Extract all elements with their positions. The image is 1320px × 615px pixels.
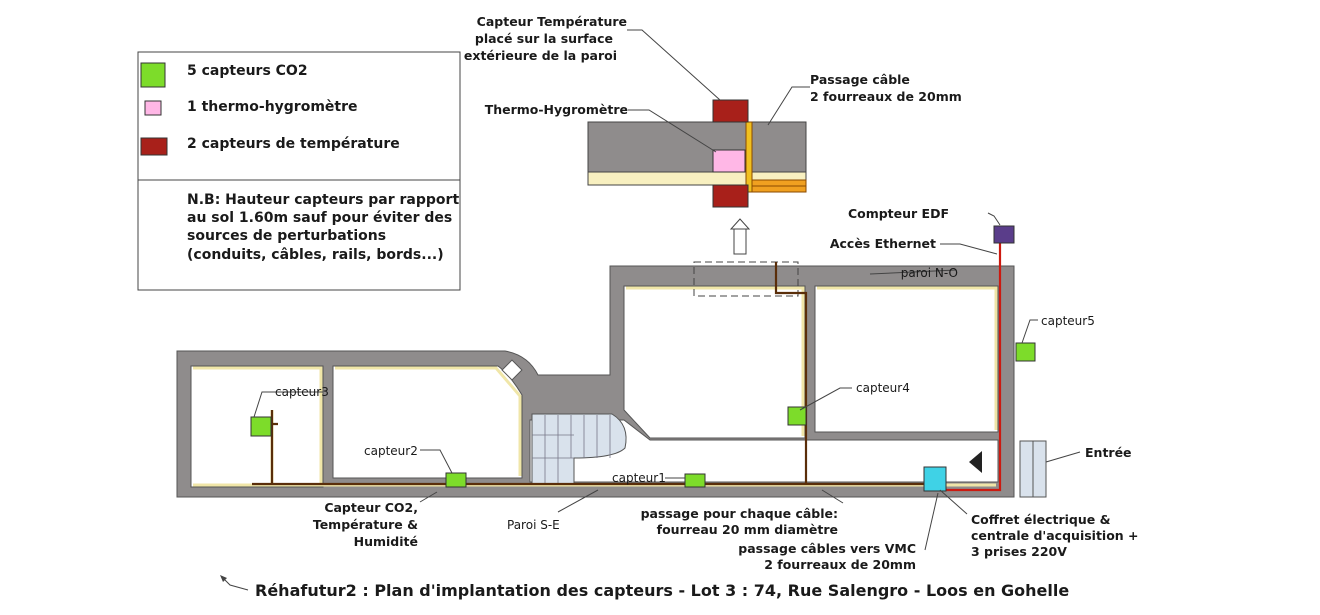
capteur1-label: capteur1 bbox=[612, 471, 666, 485]
passage-cable-label: fourreau 20 mm diamètre bbox=[657, 522, 838, 537]
detail-callout-box bbox=[693, 261, 799, 297]
capteur1-sensor bbox=[684, 473, 706, 488]
paroi-no-label: paroi N-O bbox=[901, 266, 958, 280]
co2-temp-label: Température & bbox=[313, 517, 418, 532]
detail-wall bbox=[587, 121, 807, 173]
legend-temp-swatch bbox=[140, 137, 168, 156]
detail-temp-label: placé sur la surface bbox=[475, 31, 613, 46]
detail-cable-passage bbox=[745, 121, 753, 193]
plan-title: Réhafutur2 : Plan d'implantation des cap… bbox=[255, 581, 1069, 600]
capteur4-sensor bbox=[787, 406, 807, 426]
capteur5-label: capteur5 bbox=[1041, 314, 1095, 328]
legend-label-thermo: 1 thermo-hygromètre bbox=[187, 99, 358, 115]
capteur3-sensor bbox=[250, 416, 272, 437]
capteur2-sensor bbox=[445, 472, 467, 488]
capteur4-label: capteur4 bbox=[856, 381, 910, 395]
passage-vmc-label: 2 fourreaux de 20mm bbox=[764, 557, 916, 572]
data-cables bbox=[252, 262, 938, 486]
detail-cable-label: 2 fourreaux de 20mm bbox=[810, 89, 962, 104]
co2-temp-label: Humidité bbox=[354, 534, 418, 549]
legend-label-co2: 5 capteurs CO2 bbox=[187, 63, 308, 79]
capteur3-label: capteur3 bbox=[275, 385, 329, 399]
legend-note-line: sources de perturbations bbox=[187, 228, 386, 244]
coffret-label: 3 prises 220V bbox=[971, 544, 1067, 559]
legend-thermo-swatch bbox=[144, 100, 162, 116]
passage-cable-label: passage pour chaque câble: bbox=[641, 506, 838, 521]
detail-temp-sensor-inner bbox=[712, 184, 749, 208]
detail-temp-sensor-outer bbox=[712, 99, 749, 123]
floor-plan: Compteur EDF Accès Ethernet paroi N-O ca… bbox=[176, 206, 1139, 572]
capteur2-label: capteur2 bbox=[364, 444, 418, 458]
legend-box bbox=[137, 51, 461, 291]
co2-sensors bbox=[250, 342, 1036, 488]
legend: 5 capteurs CO2 1 thermo-hygromètre 2 cap… bbox=[137, 51, 461, 291]
compteur-label: Compteur EDF bbox=[848, 206, 949, 221]
coffret-electrique bbox=[923, 466, 947, 492]
corridor bbox=[529, 419, 999, 483]
staircase bbox=[531, 413, 627, 487]
legend-note-line: au sol 1.60m sauf pour éviter des bbox=[187, 210, 452, 226]
detail-thermo-hygrometer bbox=[712, 149, 746, 173]
entree-label: Entrée bbox=[1085, 445, 1132, 460]
detail-thermo-label: Thermo-Hygromètre bbox=[485, 102, 628, 117]
room-4 bbox=[814, 285, 999, 433]
passage-vmc-label: passage câbles vers VMC bbox=[738, 541, 916, 556]
detail-temp-label: extérieure de la paroi bbox=[464, 48, 617, 63]
detail-cable-label: Passage câble bbox=[810, 72, 910, 87]
legend-note-line: (conduits, câbles, rails, bords...) bbox=[187, 247, 444, 263]
capteur5-sensor bbox=[1015, 342, 1036, 362]
wall-detail: Capteur Température placé sur la surface… bbox=[464, 14, 962, 255]
entrance-arrow-icon bbox=[969, 451, 982, 473]
legend-note-line: N.B: Hauteur capteurs par rapport bbox=[187, 192, 459, 208]
room-2 bbox=[332, 365, 523, 479]
coffret-label: Coffret électrique & bbox=[971, 512, 1111, 527]
paroi-se-label: Paroi S-E bbox=[507, 518, 560, 532]
compteur-edf bbox=[993, 225, 1015, 244]
legend-co2-swatch bbox=[140, 62, 166, 88]
co2-temp-label: Capteur CO2, bbox=[324, 500, 418, 515]
arrow-up-icon bbox=[729, 218, 751, 230]
coffret-label: centrale d'acquisition + bbox=[971, 528, 1139, 543]
ethernet-label: Accès Ethernet bbox=[830, 236, 936, 251]
legend-label-temp: 2 capteurs de température bbox=[187, 136, 400, 152]
detail-temp-label: Capteur Température bbox=[477, 14, 627, 29]
room-3 bbox=[623, 285, 806, 439]
